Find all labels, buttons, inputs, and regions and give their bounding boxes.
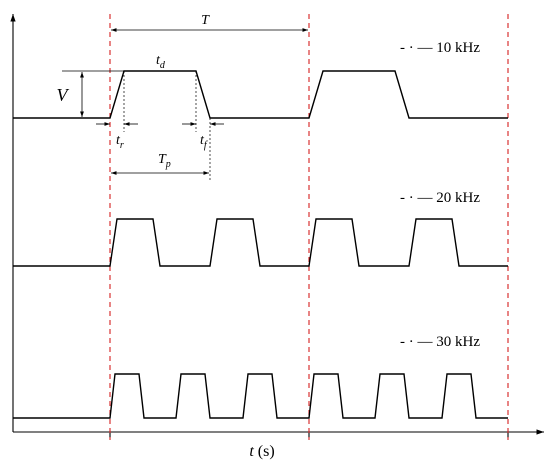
legend-20khz: - · — 20 kHz — [400, 190, 480, 206]
waveform-20khz — [13, 218, 508, 267]
period-label: T — [201, 13, 210, 28]
legend-30khz: - · — 30 kHz — [400, 334, 480, 350]
legend-10khz: - · — 10 kHz — [400, 40, 480, 56]
amplitude-label: V — [57, 85, 70, 105]
fall-time-label: tf — [200, 133, 208, 151]
pulse-width-label: Tp — [158, 152, 171, 170]
x-axis-label: t (s) — [249, 443, 274, 460]
waveform-10khz — [13, 70, 508, 119]
waveform-30khz — [13, 373, 508, 419]
dwell-time-label: td — [156, 53, 166, 71]
rise-time-label: tr — [116, 133, 124, 151]
